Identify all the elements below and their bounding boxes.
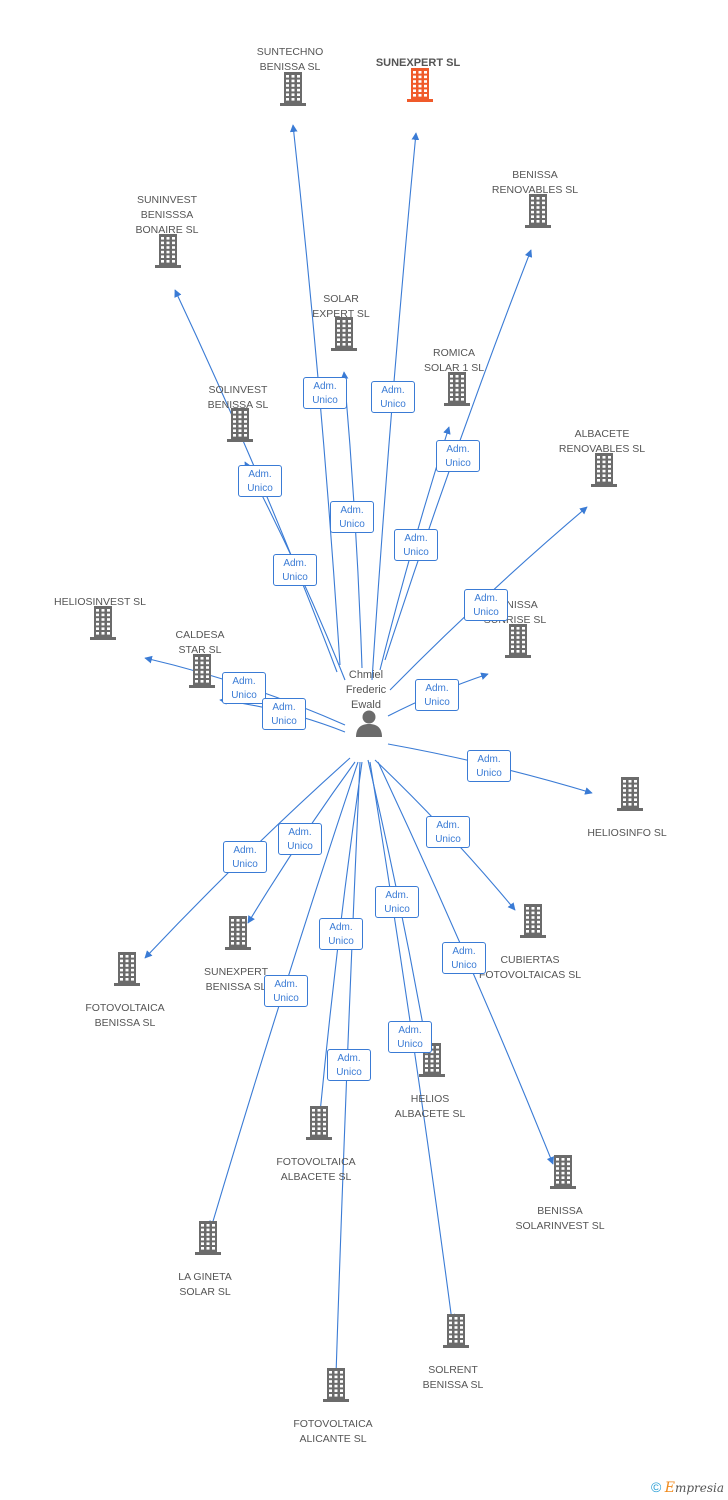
building-icon[interactable]: [441, 370, 473, 406]
building-icon[interactable]: [186, 652, 218, 688]
building-icon[interactable]: [588, 451, 620, 487]
company-label-la-gineta[interactable]: LA GINETA SOLAR SL: [178, 1271, 232, 1298]
role-badge-helios-albacete: Adm. Unico: [375, 886, 419, 918]
company-label-benissa-renovables[interactable]: BENISSA RENOVABLES SL: [491, 169, 579, 196]
company-label-suntechno[interactable]: SUNTECHNO BENISSA SL: [256, 46, 324, 73]
company-label-heliosinvest[interactable]: HELIOSINVEST SL: [53, 596, 146, 608]
company-label-sunexpert[interactable]: SUNEXPERT SL: [375, 57, 461, 69]
building-icon[interactable]: [277, 70, 309, 106]
building-icon[interactable]: [320, 1366, 352, 1402]
company-label-benissa-sunrise[interactable]: BENISSA SUNRISE SL: [484, 599, 547, 626]
company-label-albacete-renovables[interactable]: ALBACETE RENOVABLES SL: [558, 428, 646, 455]
person-name[interactable]: Chmiel Frederic Ewald: [345, 669, 387, 711]
building-icon[interactable]: [87, 604, 119, 640]
role-badge-benissa-solarinvest: Adm. Unico: [442, 942, 486, 974]
role-badge-sunexpert: Adm. Unico: [371, 381, 415, 413]
company-label-fotovoltaica-albacete[interactable]: FOTOVOLTAICA ALBACETE SL: [276, 1156, 356, 1183]
role-badge-fotovoltaica-albacete: Adm. Unico: [319, 918, 363, 950]
role-badge-suninvest: Adm. Unico: [273, 554, 317, 586]
role-badge-romica: Adm. Unico: [394, 529, 438, 561]
company-label-caldesa[interactable]: CALDESA STAR SL: [175, 629, 225, 656]
role-badge-albacete-renovables: Adm. Unico: [464, 589, 508, 621]
building-icon[interactable]: [502, 622, 534, 658]
role-badge-fotovoltaica-alicante: Adm. Unico: [327, 1049, 371, 1081]
role-badge-heliosinfo: Adm. Unico: [467, 750, 511, 782]
company-label-romica[interactable]: ROMICA SOLAR 1 SL: [423, 347, 485, 374]
building-icon[interactable]: [614, 775, 646, 811]
company-label-fotovoltaica-benissa[interactable]: FOTOVOLTAICA BENISSA SL: [85, 1002, 165, 1029]
copyright-symbol: ©: [651, 1479, 662, 1495]
role-badge-la-gineta: Adm. Unico: [264, 975, 308, 1007]
role-badge-solinvest: Adm. Unico: [238, 465, 282, 497]
role-badge-heliosinvest: Adm. Unico: [222, 672, 266, 704]
building-icon[interactable]: [517, 902, 549, 938]
company-label-solinvest[interactable]: SOLINVEST BENISSA SL: [207, 384, 269, 411]
role-badge-suntechno: Adm. Unico: [303, 377, 347, 409]
role-badge-cubiertas: Adm. Unico: [426, 816, 470, 848]
company-label-solar-expert[interactable]: SOLAR EXPERT SL: [312, 293, 370, 320]
person-icon[interactable]: [354, 708, 384, 738]
building-icon[interactable]: [440, 1312, 472, 1348]
role-badge-benissa-sunrise: Adm. Unico: [415, 679, 459, 711]
building-icon[interactable]: [303, 1104, 335, 1140]
company-label-heliosinfo[interactable]: HELIOSINFO SL: [587, 827, 667, 839]
company-label-cubiertas[interactable]: CUBIERTAS FOTOVOLTAICAS SL: [478, 954, 582, 981]
building-icon[interactable]: [328, 315, 360, 351]
role-badge-benissa-renovables: Adm. Unico: [436, 440, 480, 472]
company-label-benissa-solarinvest[interactable]: BENISSA SOLARINVEST SL: [515, 1205, 605, 1232]
role-badge-solrent: Adm. Unico: [388, 1021, 432, 1053]
role-badge-solar-expert: Adm. Unico: [330, 501, 374, 533]
company-label-sunexpert-benissa[interactable]: SUNEXPERT BENISSA SL: [204, 966, 268, 993]
building-icon[interactable]: [222, 914, 254, 950]
company-label-helios-albacete[interactable]: HELIOS ALBACETE SL: [394, 1093, 466, 1120]
building-icon[interactable]: [547, 1153, 579, 1189]
building-icon[interactable]: [111, 950, 143, 986]
brand-initial: E: [664, 1480, 675, 1496]
building-icon[interactable]: [404, 66, 436, 102]
company-label-suninvest[interactable]: SUNINVEST BENISSSA BONAIRE SL: [135, 194, 199, 236]
role-badge-caldesa: Adm. Unico: [262, 698, 306, 730]
building-icon[interactable]: [152, 232, 184, 268]
company-label-fotovoltaica-alicante[interactable]: FOTOVOLTAICA ALICANTE SL: [293, 1418, 373, 1445]
empresia-brand[interactable]: © Empresia: [651, 1479, 724, 1496]
building-icon[interactable]: [224, 406, 256, 442]
role-badge-sunexpert-benissa: Adm. Unico: [278, 823, 322, 855]
building-icon[interactable]: [522, 192, 554, 228]
brand-name: mpresia: [674, 1481, 724, 1495]
company-label-solrent[interactable]: SOLRENT BENISSA SL: [422, 1364, 484, 1391]
building-icon[interactable]: [192, 1219, 224, 1255]
role-badge-fotovoltaica-benissa: Adm. Unico: [223, 841, 267, 873]
